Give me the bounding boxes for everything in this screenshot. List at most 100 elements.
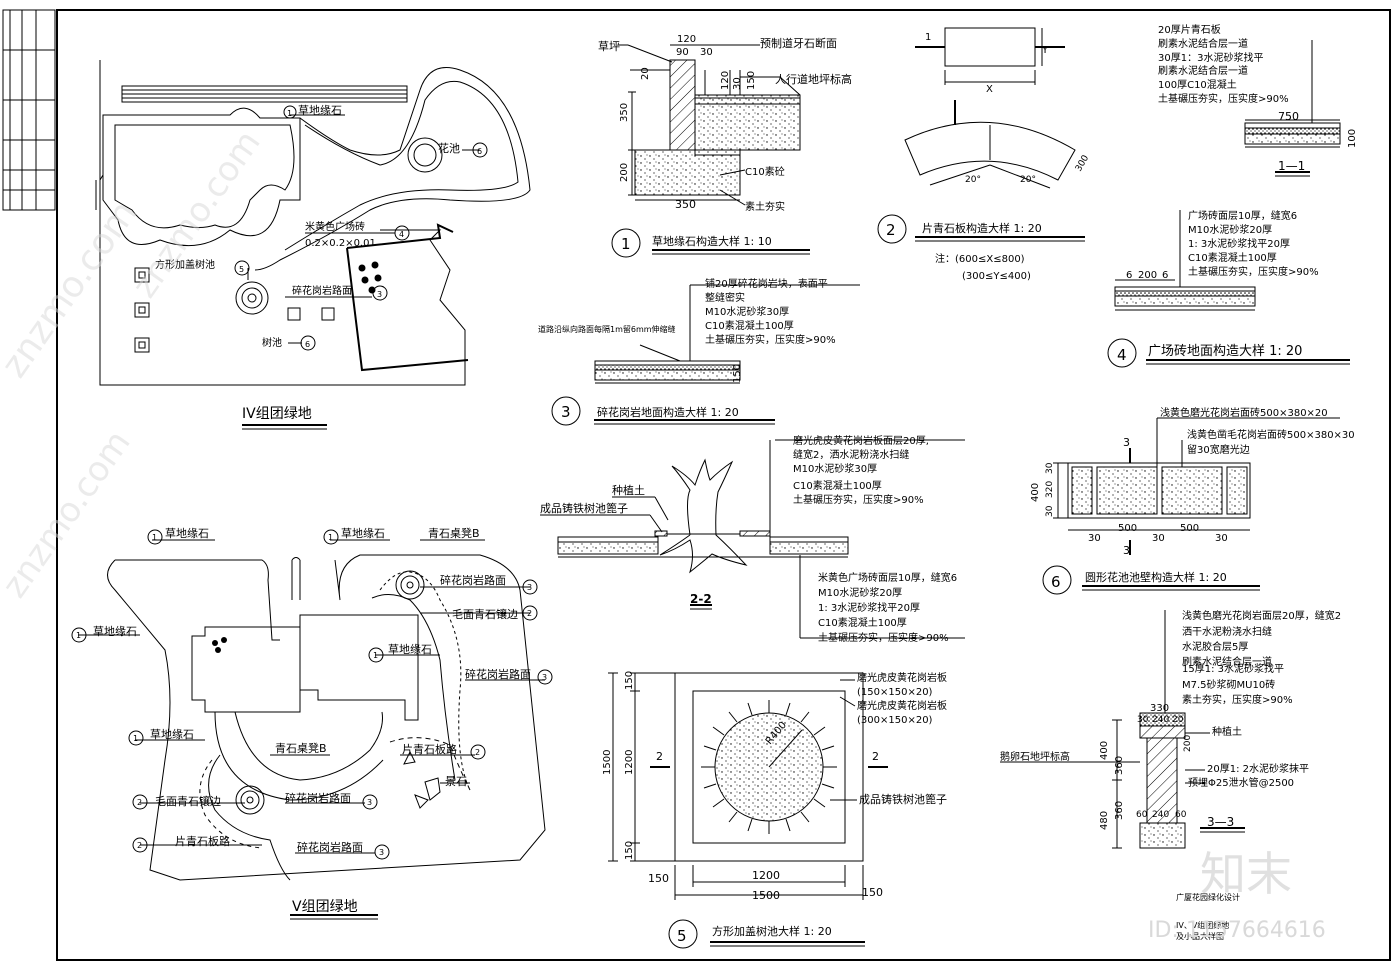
d1-c10: C10素砼 [745, 165, 785, 178]
d22-plant: 种植土 [612, 483, 645, 497]
d5-v150a: 150 [624, 671, 635, 690]
d2-angle-b: 20° [1020, 175, 1036, 185]
d5-v1200: 1200 [624, 750, 635, 775]
d5-l2s: (300×150×20) [857, 715, 933, 726]
d4-dim-b: 200 [1138, 270, 1157, 281]
title-block [2, 9, 56, 211]
detail-22-drawing [540, 439, 965, 639]
detail-3-drawing [551, 284, 860, 426]
plan4-no-3: 3 [377, 290, 382, 299]
d33-d240: 240 [1152, 715, 1169, 725]
plan4-no-1: 1 [287, 109, 292, 118]
d22-bot-2: 1: 3水泥砂浆找平20厚 [818, 601, 920, 614]
d5-sec-right: 2 [872, 750, 879, 763]
d1-dim-120: 120 [677, 34, 696, 45]
d5-number: 5 [677, 927, 687, 945]
d22-top-4: 土基碾压夯实，压实度>90% [793, 493, 924, 506]
d22-layers-bottom: 米黄色广场砖面层10厚，缝宽6 M10水泥砂浆20厚 1: 3水泥砂浆找平20厚… [818, 571, 957, 644]
d33-d360: 360 [1114, 756, 1125, 775]
d6-d30c: 30 [1088, 533, 1101, 544]
detail-6-drawing [1042, 417, 1340, 595]
plan5-no12: 3 [379, 848, 384, 857]
d33-layer-0: 浅黄色磨光花岗岩面层20厚，缝宽2 [1182, 609, 1341, 622]
plan5-bench: 青石桌凳B [428, 526, 480, 540]
d4-number: 4 [1117, 346, 1127, 364]
d1-dim-350v: 350 [619, 103, 630, 122]
plan5-granite2: 碎花岗岩路面 [465, 667, 531, 681]
d11-layer-5: 土基碾压夯实，压实度>90% [1158, 92, 1289, 105]
plan5-rough-edge: 毛面青石镶边 [452, 607, 518, 621]
watermark-site-1: znzmo.com [0, 193, 145, 385]
d4-layer-4: 土基碾压夯实，压实度>90% [1188, 265, 1319, 278]
d22-title: 2-2 [690, 592, 712, 606]
d33-note2: 预埋Φ25泄水管@2500 [1188, 776, 1294, 789]
d33-layer-2: 水泥胶合层5厚 [1182, 640, 1248, 653]
d4-layer-2: 1: 3水泥砂浆找平20厚 [1188, 237, 1290, 250]
plan5-grass5: 草地缘石 [150, 728, 194, 741]
d33-pebble: 鹅卵石地坪标高 [1000, 750, 1070, 763]
d1-dim-150: 150 [746, 71, 757, 90]
d5-l1s: (150×150×20) [857, 687, 933, 698]
d33-layer-5: M7.5砂浆砌MU10砖 [1182, 678, 1275, 691]
plan-v [71, 529, 553, 920]
watermark-logo: 知末 [1200, 847, 1292, 901]
plan5-title: V组团绿地 [292, 899, 358, 915]
plan5-no2: 1 [328, 533, 333, 542]
detail-33-drawing [1000, 610, 1245, 849]
d33-d30: 30 [1137, 715, 1149, 725]
d11-dim-100: 100 [1347, 129, 1358, 148]
d11-layers: 20厚片青石板 刷素水泥结合层一道 30厚1：3水泥砂浆找平 刷素水泥结合层一道… [1158, 23, 1289, 105]
d11-layer-2: 30厚1：3水泥砂浆找平 [1158, 51, 1263, 64]
d22-bot-4: 土基碾压夯实，压实度>90% [818, 631, 949, 644]
plan5-no8: 2 [475, 748, 480, 757]
d6-sec-bot: 3 [1123, 544, 1130, 557]
d1-walk: 人行道地坪标高 [775, 72, 852, 86]
d3-dim: 150 [732, 364, 743, 383]
detail-2-drawing [877, 27, 1085, 244]
plan5-no9: 2 [137, 798, 142, 807]
d4-layer-0: 广场砖面层10厚，缝宽6 [1188, 209, 1297, 222]
d33-d360b: 360 [1114, 801, 1125, 820]
d5-h1200: 1200 [752, 869, 780, 882]
d5-v1500: 1500 [602, 750, 613, 775]
plan5-no11: 2 [137, 841, 142, 850]
d22-bot-1: M10水泥砂浆20厚 [818, 586, 902, 599]
d5-h1500: 1500 [752, 889, 780, 902]
d1-dim-120b: 120 [720, 71, 731, 90]
d3-layer-0: 铺20厚碎花岗岩块，表面平 [705, 277, 828, 290]
plan4-label-plaza-brick: 米黄色广场砖 [305, 220, 365, 233]
d1-title: 草地缘石构造大样 1: 10 [652, 234, 772, 248]
d3-layer-3: C10素混凝土100厚 [705, 319, 794, 332]
d6-d500b: 500 [1180, 523, 1199, 534]
plan5-no7: 1 [133, 734, 138, 743]
plan5-slab2: 片青石板路 [175, 834, 230, 848]
d2-title: 片青石板构造大样 1: 20 [922, 221, 1042, 235]
d6-l2: 浅黄色凿毛花岗岩面砖500×380×30 [1187, 428, 1355, 441]
d2-dim-300: 300 [1074, 153, 1091, 173]
d2-x: X [986, 84, 993, 95]
plan4-no-5: 5 [239, 265, 244, 274]
d4-layers: 广场砖面层10厚，缝宽6 M10水泥砂浆20厚 1: 3水泥砂浆找平20厚 C1… [1188, 209, 1319, 278]
d22-layers-top: 磨光虎皮黄花岗岩板面层20厚, 缝宽2，洒水泥粉浇水扫缝 M10水泥砂浆30厚 … [793, 434, 929, 506]
plan5-granite4: 碎花岗岩路面 [297, 840, 363, 854]
d33-d20: 20 [1172, 715, 1184, 725]
plan5-grass4: 草地缘石 [388, 643, 432, 656]
d33-layer-3: 刷素水泥结合层一道 [1182, 655, 1272, 668]
plan4-label-grass-edge: 草地缘石 [298, 104, 342, 117]
d1-grass: 草坪 [598, 40, 620, 53]
d22-bot-3: C10素混凝土100厚 [818, 616, 907, 629]
d11-layer-3: 刷素水泥结合层一道 [1158, 64, 1248, 77]
plan5-no3: 3 [527, 583, 532, 592]
plan4-label-flower-pool: 花池 [438, 142, 460, 155]
d1-dim-20: 20 [640, 67, 651, 80]
d6-d30a: 30 [1045, 462, 1055, 474]
d11-dim: 750 [1278, 110, 1299, 123]
d33-layer-6: 素土夯实，压实度>90% [1182, 693, 1293, 706]
plan5-no10: 3 [367, 798, 372, 807]
d11-layer-0: 20厚片青石板 [1158, 23, 1221, 36]
detail-4-drawing [1107, 210, 1350, 368]
d33-sheet3: 及小品大样图 [1176, 931, 1224, 941]
d5-h150b: 150 [862, 886, 883, 899]
plan4-title: IV组团绿地 [242, 406, 312, 422]
plan5-no-re: 2 [527, 609, 532, 618]
